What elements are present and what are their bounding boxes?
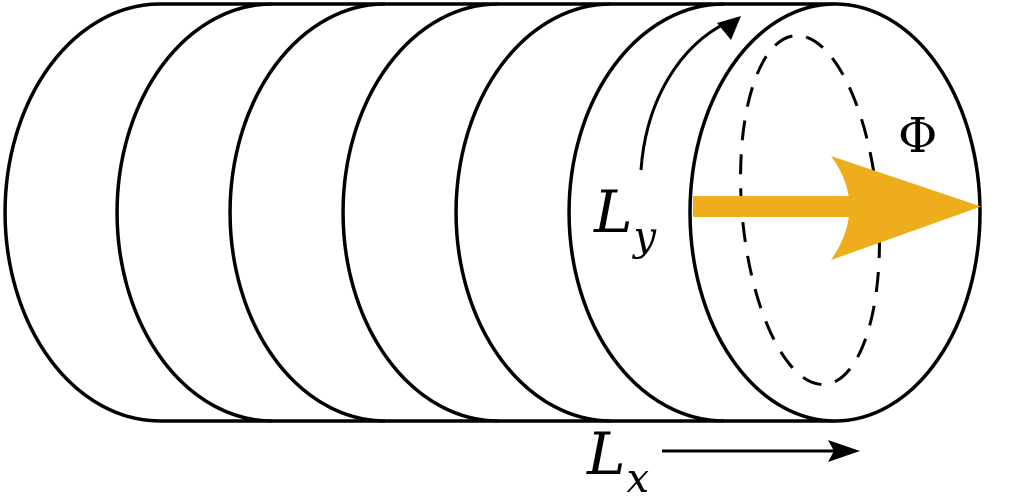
ly-curved-arrow bbox=[639, 20, 729, 171]
slice-ring-2 bbox=[115, 2, 273, 423]
lx-arrowhead bbox=[828, 440, 860, 462]
slice-ring-6 bbox=[567, 2, 725, 423]
ly-arrowhead bbox=[717, 16, 741, 40]
slice-ring-1 bbox=[3, 2, 161, 423]
flux-arrowhead bbox=[831, 156, 981, 260]
ly-label: Ly bbox=[594, 183, 656, 257]
lx-label-main: L bbox=[587, 420, 626, 488]
slice-ring-3 bbox=[228, 2, 386, 423]
phi-label: Φ bbox=[898, 108, 938, 164]
slice-ring-4 bbox=[341, 2, 499, 423]
slice-ring-5 bbox=[454, 2, 612, 423]
ly-label-main: L bbox=[594, 178, 633, 246]
ly-label-subscript: y bbox=[633, 214, 657, 260]
lx-label-subscript: x bbox=[626, 456, 650, 502]
lx-label: Lx bbox=[587, 425, 649, 499]
flux-arrow-shaft bbox=[693, 196, 858, 217]
